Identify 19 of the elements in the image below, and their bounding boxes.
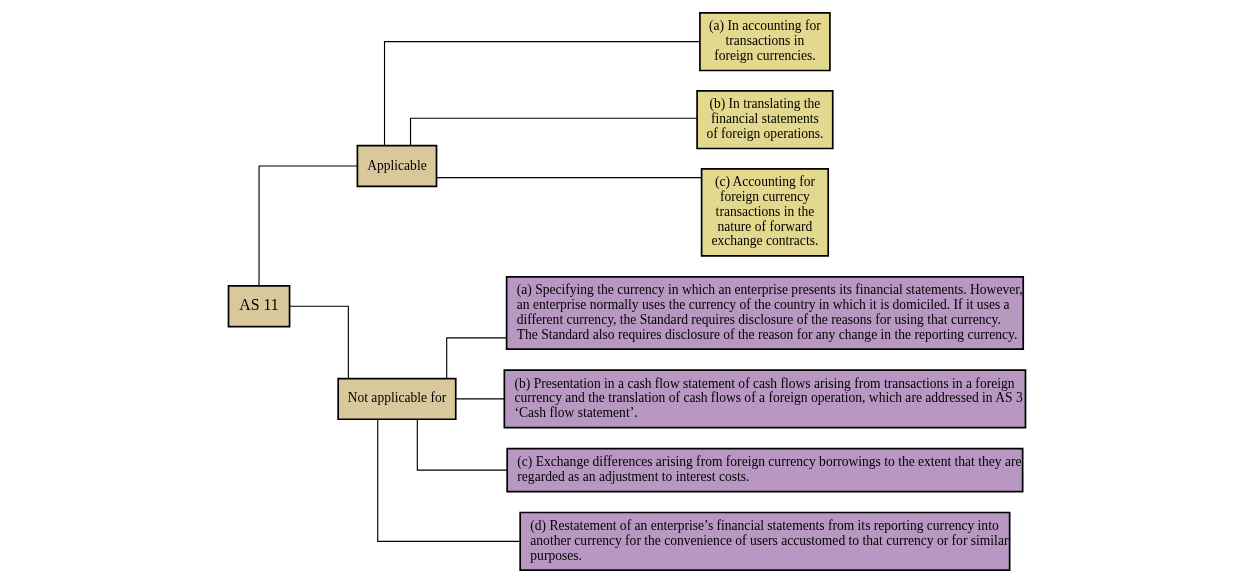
- connector: [445, 337, 507, 379]
- node-box: AS 11: [227, 285, 290, 328]
- connector: [257, 165, 358, 287]
- node-box: (d) Restatement of an enterprise’s financial statements from its reporting currency into another currency for the convenience of users accustomed to that currency or for similar purposes.: [518, 511, 1010, 571]
- node-box: Applicable: [356, 144, 437, 188]
- node-box: (a) In accounting for transactions in foreign currencies.: [698, 12, 831, 72]
- connector: [376, 418, 520, 542]
- connector: [435, 177, 702, 179]
- node-box: (c) Exchange differences arising from foreign currency borrowings to the extent that they are regarded as an adjustment to interest costs.: [505, 447, 1023, 493]
- connector: [455, 398, 505, 400]
- connector: [383, 41, 700, 147]
- connector: [409, 117, 698, 147]
- node-box: Not applicable for: [336, 377, 457, 421]
- connector: [288, 305, 349, 379]
- node-box: (a) Specifying the currency in which an enterprise presents its financial statements. However, an enterprise normally uses the currency of the country in which it is domiciled. If it uses a different currency, the Standard requires disclosure of the reasons for using that currency. The Standard also requires disclosure of the reason for any change in the reporting currency.: [505, 275, 1024, 350]
- node-box: (c) Accounting for foreign currency transactions in the nature of forward exchange contracts.: [700, 168, 829, 257]
- node-box: (b) In translating the financial statements of foreign operations.: [695, 90, 834, 150]
- node-box: (b) Presentation in a cash flow statement of cash flows arising from transactions in a foreign currency and the translation of cash flows of a foreign operation, which are addressed in AS 3 ‘Cash flow statement’.: [503, 369, 1026, 429]
- connector: [416, 418, 507, 471]
